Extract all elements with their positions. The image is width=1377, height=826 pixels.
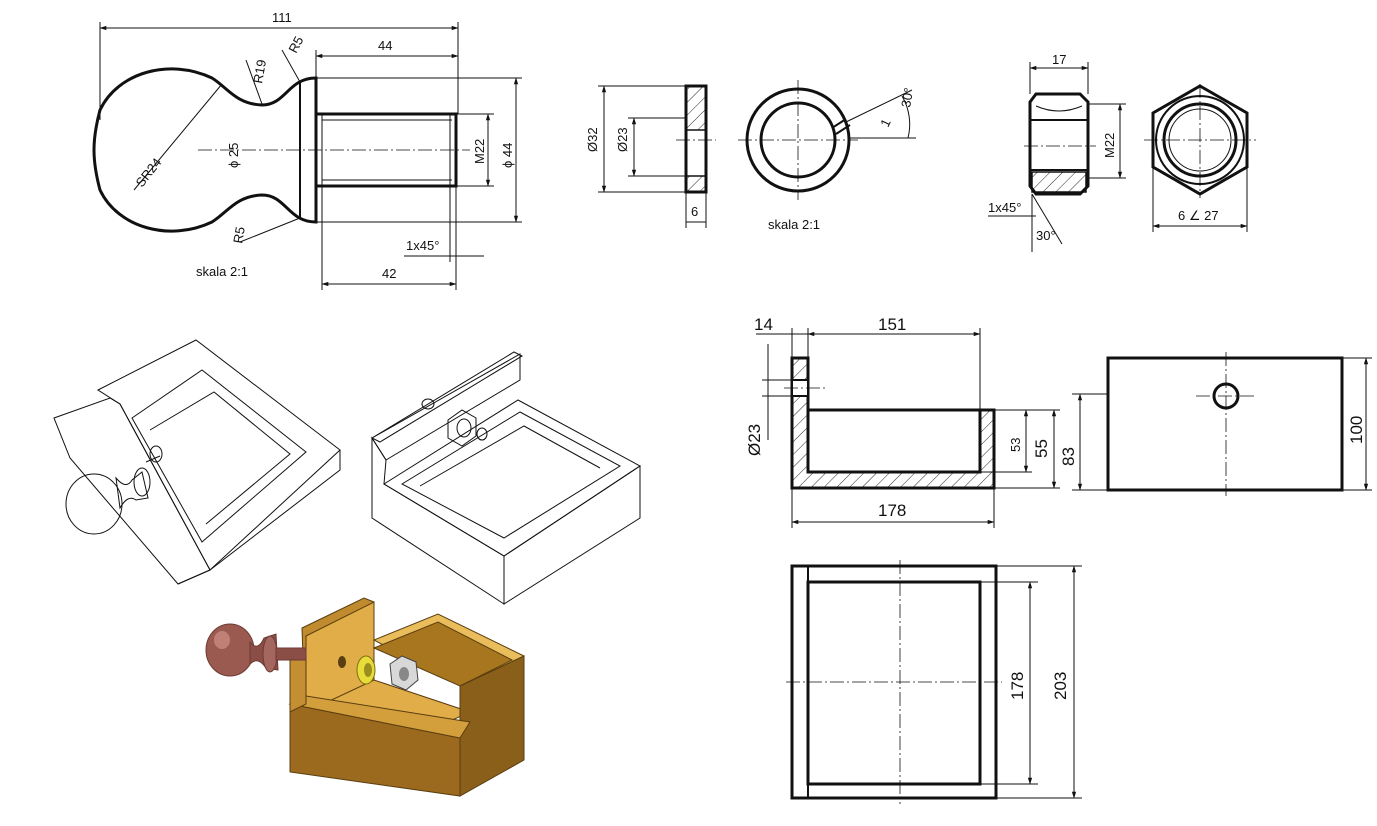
asm-nut-bore (399, 667, 409, 681)
iso-box-b-inner-floor (419, 425, 601, 487)
washer-angle-line (845, 89, 913, 123)
scale-note-pin: skala 2:1 (196, 264, 248, 279)
iso-ball-a-collar (133, 467, 151, 497)
dim-bracket-hole: Ø23 (745, 424, 764, 456)
dim-44-thread: 44 (378, 38, 392, 53)
iso-box-a-inner (131, 369, 307, 543)
washer-hatch-bottom (685, 175, 707, 193)
washer-angle-arc (901, 95, 911, 139)
dim-washer-inner: Ø23 (615, 127, 630, 152)
iso-nut-b-end (476, 427, 488, 441)
dim-bracket-width: 100 (1347, 416, 1366, 444)
iso-ball-a-thread (149, 445, 163, 463)
iso-ball-a-shaft (145, 455, 161, 463)
iso-box-a-top-rim (96, 339, 341, 571)
iso-box-a-side (177, 569, 211, 585)
dim-bracket-length-inner: 151 (878, 315, 906, 334)
washer-hatch-top (685, 85, 707, 131)
dim-washer-angle: 30° (898, 87, 916, 109)
dim-r19: R19 (250, 58, 269, 84)
asm-hole (338, 656, 346, 668)
nut-side-outline (1028, 92, 1090, 196)
iso-box-with-pin (53, 339, 341, 585)
dim-bracket-plan-outer: 203 (1051, 672, 1070, 700)
leader-r5-bottom (239, 217, 301, 243)
bracket-section-cavity (806, 408, 982, 474)
iso-ball-a (65, 473, 123, 535)
bracket-section-view: 14 151 Ø23 53 55 178 (745, 315, 1060, 528)
dim-dia-44: ϕ 44 (500, 143, 515, 168)
dim-bracket-depth-outer: 55 (1032, 439, 1051, 458)
dim-nut-chamfer: 1x45° (988, 200, 1021, 215)
dim-42: 42 (382, 266, 396, 281)
leader-sr24 (133, 83, 223, 191)
dim-chamfer-pin: 1x45° (406, 238, 439, 253)
iso-box-a-front (209, 450, 341, 571)
nut-angle-line (1031, 193, 1063, 245)
dim-bracket-depth-inner: 53 (1008, 438, 1023, 452)
bracket-side-outline (1106, 356, 1344, 492)
dim-sr24: SR24 (133, 155, 165, 190)
bracket-plan-inner (806, 580, 982, 786)
asm-ball (205, 623, 255, 677)
iso-nut-b (447, 409, 477, 447)
iso-box-b-back (371, 353, 521, 461)
washer-view: Ø32 Ø23 6 30° 1 skala 2:1 (585, 80, 916, 232)
iso-ball-a-neck (115, 471, 149, 510)
asm-inner-side (372, 621, 514, 687)
asm-ball-collar (262, 635, 278, 673)
iso-nut-b-bore (456, 418, 472, 438)
dim-washer-split: 1 (877, 116, 894, 129)
scale-note-washer: skala 2:1 (768, 217, 820, 232)
dim-111: 111 (272, 10, 292, 25)
bracket-plan-view: 178 203 (786, 560, 1082, 804)
asm-ball-shaft (275, 647, 307, 661)
dim-m22: M22 (472, 139, 487, 164)
dim-dia-25: ϕ 25 (226, 143, 241, 168)
asm-ball-highlight (214, 631, 230, 649)
washer-split-b (835, 124, 851, 135)
ball-pin-view: 111 44 M22 ϕ 44 ϕ 25 SR24 R19 R5 R5 1x45… (92, 10, 522, 290)
asm-left-panel (289, 651, 307, 713)
dim-bracket-plan-inner: 178 (1008, 672, 1027, 700)
washer-split-a (831, 118, 847, 129)
dim-washer-thickness: 6 (691, 204, 698, 219)
iso-box-b-front (503, 465, 641, 605)
dim-r5-bottom: R5 (230, 226, 248, 245)
dim-nut-height: 17 (1052, 52, 1066, 67)
nut-hatch-bottom (1031, 171, 1087, 193)
dim-bracket-wall: 14 (754, 315, 773, 334)
iso-box-a-inner-floor (149, 391, 291, 525)
iso-box-with-nut (370, 351, 641, 605)
asm-washer-hole (364, 663, 372, 677)
dim-nut-across-flats: 6 ∠ 27 (1178, 208, 1219, 223)
dim-bracket-length-total: 178 (878, 501, 906, 520)
dim-nut-angle: 30° (1036, 228, 1056, 243)
bracket-section-hole (793, 380, 807, 396)
ball-pin-outline (92, 67, 318, 233)
bracket-side-view: 83 100 (1059, 352, 1372, 496)
colored-assembly (205, 597, 526, 797)
leader-r19 (245, 59, 263, 105)
dim-nut-thread: M22 (1102, 133, 1117, 158)
iso-box-b-back-top (370, 351, 524, 443)
bracket-section-outline (790, 356, 996, 490)
dim-r5-top: R5 (285, 34, 306, 56)
iso-box-b-inner (400, 411, 621, 539)
iso-nut-b-behind (421, 398, 435, 410)
iso-box-b-left (371, 436, 505, 605)
dim-bracket-side-height: 83 (1059, 447, 1078, 466)
leader-r5-top (281, 49, 301, 83)
nut-chamfer-curve-top (1035, 105, 1083, 112)
bracket-section-profile (791, 357, 995, 489)
nut-view: 17 M22 1x45° 30° 6 ∠ 27 (988, 52, 1256, 252)
dim-washer-outer: Ø32 (585, 127, 600, 152)
